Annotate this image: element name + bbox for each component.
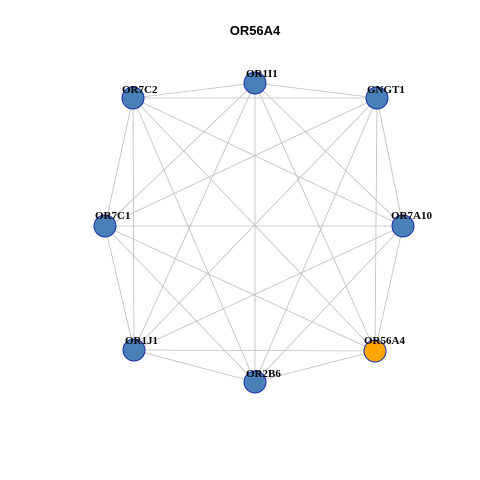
node-circle[interactable] [122,338,146,362]
edge-OR1I1-OR56A4 [254,82,376,352]
node-OR1I1[interactable]: OR1I1 [243,68,278,95]
edge-OR7C1-OR7C2 [104,97,134,227]
node-circle[interactable] [363,339,387,363]
node-circle[interactable] [243,370,267,394]
node-OR1J1[interactable]: OR1J1 [122,335,158,362]
edge-GNGT1-OR1J1 [133,97,378,351]
node-circle[interactable] [93,214,117,238]
edge-OR2B6-OR7C2 [132,97,256,383]
edge-OR2B6-OR1J1 [133,349,256,383]
edge-OR56A4-OR7C2 [132,97,376,352]
edge-OR7A10-OR2B6 [254,225,404,383]
edge-GNGT1-OR7A10 [376,97,404,227]
node-label: GNGT1 [367,84,405,96]
edge-OR56A4-OR1J1 [133,349,376,352]
node-label: OR1I1 [246,68,278,80]
node-label: OR7A10 [391,210,432,222]
edge-layer [104,82,404,383]
node-circle[interactable] [121,86,145,110]
node-GNGT1[interactable]: GNGT1 [365,84,405,110]
node-label: OR7C2 [122,84,158,96]
edge-OR1I1-OR7C2 [132,82,256,99]
edge-OR1I1-OR7A10 [254,82,404,227]
node-label: OR56A4 [364,335,405,347]
edge-OR56A4-OR2B6 [254,350,376,383]
node-label: OR1J1 [125,335,158,347]
edge-OR7A10-OR1J1 [133,225,404,351]
edge-OR1I1-OR7C1 [104,82,256,227]
edge-OR1J1-OR7C2 [132,97,135,351]
edge-GNGT1-OR56A4 [374,97,378,352]
node-OR7C2[interactable]: OR7C2 [121,84,158,110]
node-label: OR2B6 [246,368,281,380]
node-circle[interactable] [243,71,267,95]
diagram-title: OR56A4 [230,23,281,38]
node-circle[interactable] [365,86,389,110]
node-OR7C1[interactable]: OR7C1 [93,210,130,238]
node-circle[interactable] [391,214,415,238]
edge-OR2B6-OR7C1 [104,225,256,383]
edge-OR7A10-OR7C2 [132,97,404,227]
edge-OR1I1-GNGT1 [254,82,378,99]
edge-OR56A4-OR7C1 [104,225,376,352]
edge-GNGT1-OR7C1 [104,97,378,227]
node-OR7A10[interactable]: OR7A10 [391,210,432,238]
edge-OR1I1-OR1J1 [133,82,256,351]
edge-OR7A10-OR56A4 [374,225,404,352]
node-OR2B6[interactable]: OR2B6 [243,368,281,394]
node-OR56A4[interactable]: OR56A4 [363,335,405,363]
node-label: OR7C1 [95,210,130,222]
edge-GNGT1-OR2B6 [254,97,378,383]
edge-OR1J1-OR7C1 [104,225,135,351]
